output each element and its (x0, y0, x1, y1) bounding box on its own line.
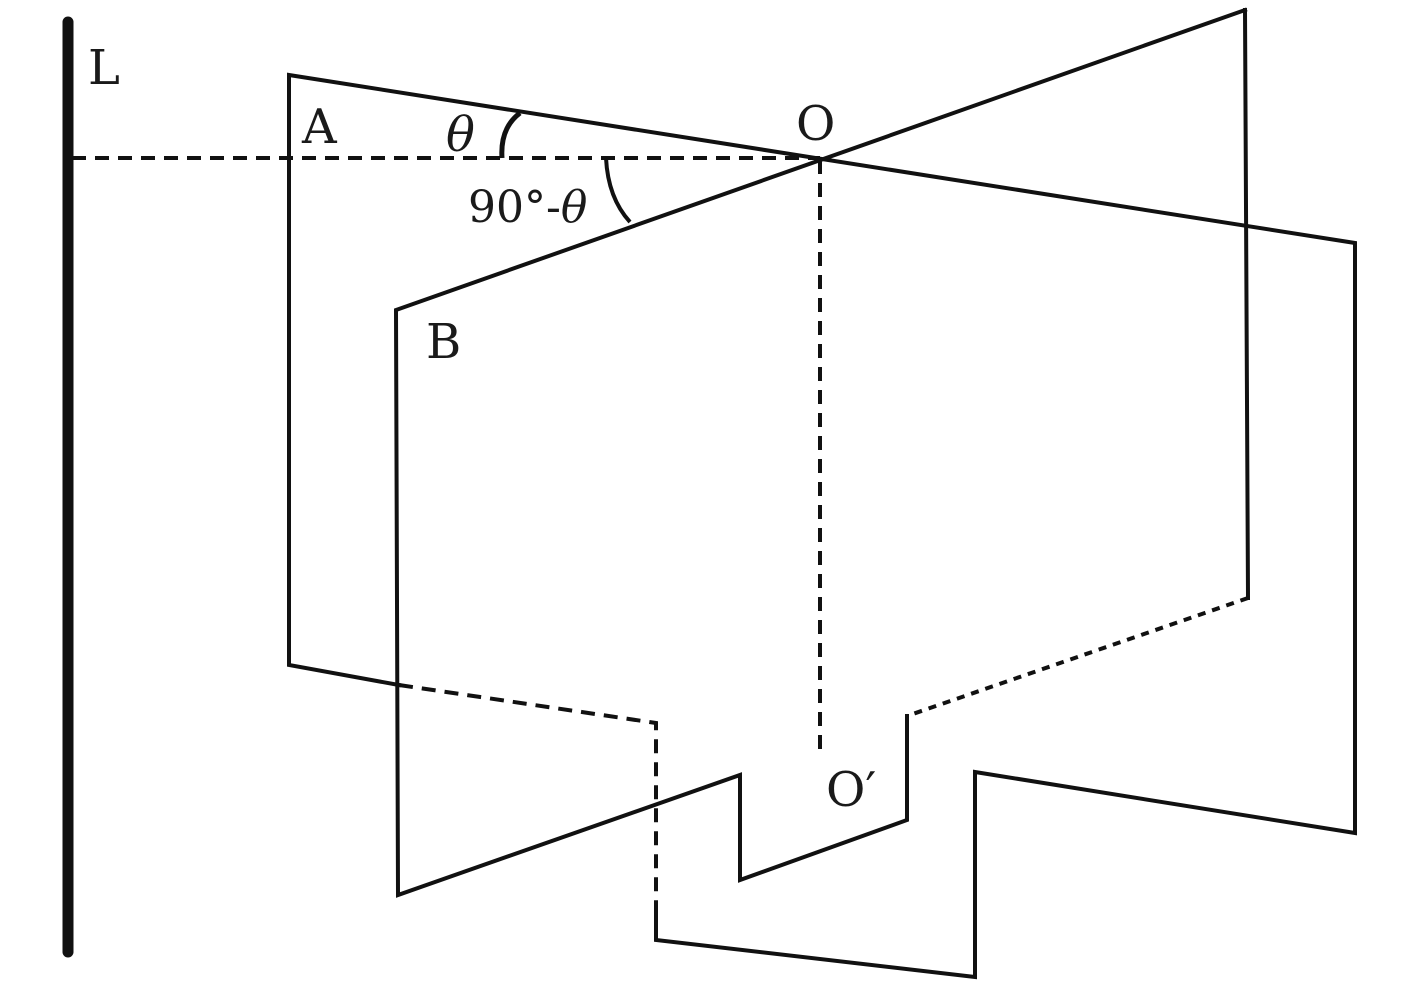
label-plate-a: A (301, 99, 338, 155)
plate-b-outline (393, 7, 1251, 898)
label-center-o: O (796, 96, 835, 152)
label-angle-complement-prefix: 90°- (468, 182, 561, 233)
label-plate-b: B (426, 314, 461, 370)
label-axis-l: L (88, 40, 120, 96)
plate-b-hidden-edge (906, 596, 1249, 718)
plate-a-hidden-edge (398, 683, 658, 905)
label-angle-complement-theta: θ (561, 182, 588, 233)
label-center-o-prime: O′ (826, 762, 876, 818)
label-angle-theta: θ (446, 107, 475, 163)
angle-complement-arc (604, 157, 632, 224)
label-angle-complement: 90°-θ (468, 182, 587, 233)
plate-a-outline (287, 72, 1357, 980)
angle-theta-arc (499, 111, 522, 159)
